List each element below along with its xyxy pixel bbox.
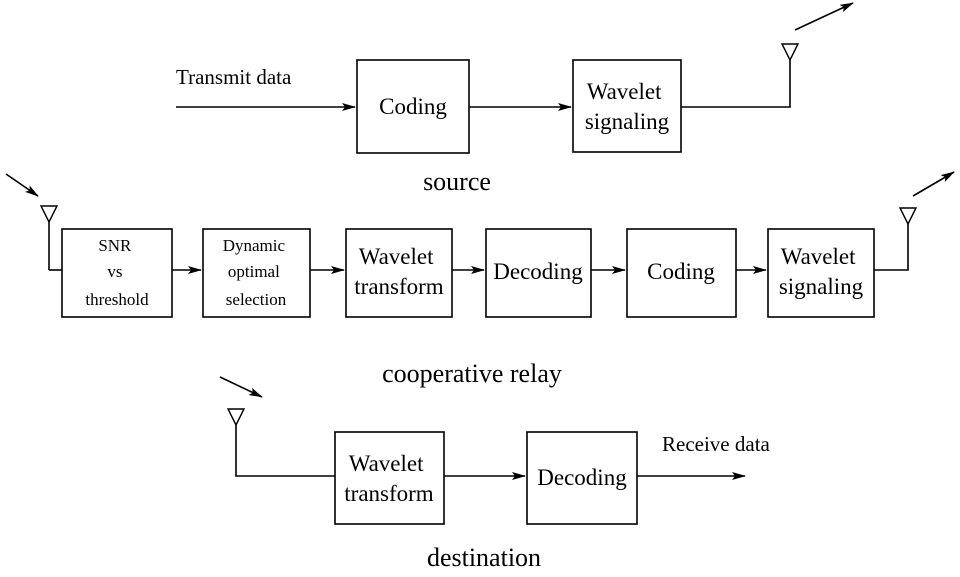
relay-section: SNR vs threshold Dynamic optimal selecti… bbox=[5, 171, 955, 388]
relay-coding-label: Coding bbox=[647, 259, 715, 284]
source-caption: source bbox=[423, 167, 491, 196]
source-coding-label: Coding bbox=[379, 94, 447, 119]
dynamic-selection-label: Dynamic optimal selection bbox=[223, 236, 290, 309]
relay-wavelet-signaling-label: Wavelet signaling bbox=[779, 244, 864, 299]
destination-receive-ray bbox=[219, 376, 263, 398]
relay-wavelet-transform-line-1: Wavelet bbox=[359, 244, 434, 269]
destination-wavelet-transform-label: Wavelet transform bbox=[344, 451, 434, 506]
destination-antenna-feed bbox=[235, 425, 335, 477]
snr-line-2: vs bbox=[107, 262, 122, 281]
source-wavelet-signaling-line-1: Wavelet bbox=[587, 79, 662, 104]
relay-wavelet-transform-line-2: transform bbox=[354, 274, 444, 299]
source-wavelet-signaling-line-2: signaling bbox=[585, 109, 670, 134]
source-section: Transmit data Coding Wavelet signaling s… bbox=[176, 2, 854, 196]
relay-decoding-label: Decoding bbox=[493, 259, 583, 284]
relay-transmit-ray bbox=[912, 171, 955, 197]
destination-wavelet-transform-line-2: transform bbox=[344, 481, 434, 506]
relay-wavelet-signaling-line-1: Wavelet bbox=[781, 244, 856, 269]
source-transmit-ray bbox=[794, 2, 854, 31]
source-antenna-feed bbox=[681, 60, 791, 108]
relay-wavelet-transform-label: Wavelet transform bbox=[354, 244, 444, 299]
destination-section: Wavelet transform Decoding Receive data … bbox=[219, 376, 771, 572]
source-antenna-icon bbox=[780, 43, 800, 62]
selection-line-2: optimal bbox=[228, 262, 280, 281]
destination-caption: destination bbox=[427, 543, 541, 572]
selection-line-1: Dynamic bbox=[223, 236, 286, 255]
relay-transmit-antenna-feed bbox=[874, 224, 909, 271]
destination-wavelet-transform-line-1: Wavelet bbox=[349, 451, 424, 476]
destination-wavelet-transform-block bbox=[334, 431, 445, 525]
receive-data-label: Receive data bbox=[662, 432, 771, 456]
relay-wavelet-signaling-block bbox=[767, 228, 875, 318]
selection-line-3: selection bbox=[226, 290, 287, 309]
relay-caption: cooperative relay bbox=[382, 359, 562, 388]
transmit-data-label: Transmit data bbox=[176, 65, 292, 89]
snr-line-3: threshold bbox=[85, 290, 149, 309]
snr-line-1: SNR bbox=[98, 236, 132, 255]
relay-receive-antenna-icon bbox=[39, 205, 59, 224]
destination-antenna-icon bbox=[226, 408, 246, 427]
source-wavelet-signaling-label: Wavelet signaling bbox=[585, 79, 670, 134]
relay-coding-block bbox=[626, 228, 737, 318]
relay-wavelet-transform-block bbox=[345, 228, 453, 318]
relay-wavelet-signaling-line-2: signaling bbox=[779, 274, 864, 299]
relay-receive-ray bbox=[5, 173, 39, 197]
snr-threshold-label: SNR vs threshold bbox=[85, 236, 149, 309]
snr-threshold-block bbox=[61, 228, 173, 318]
dynamic-selection-block bbox=[202, 228, 311, 318]
relay-decoding-block bbox=[485, 228, 592, 318]
destination-decoding-label: Decoding bbox=[537, 465, 627, 490]
relay-transmit-antenna-icon bbox=[898, 207, 918, 226]
source-wavelet-signaling-block bbox=[572, 59, 682, 153]
destination-decoding-block bbox=[526, 431, 638, 525]
